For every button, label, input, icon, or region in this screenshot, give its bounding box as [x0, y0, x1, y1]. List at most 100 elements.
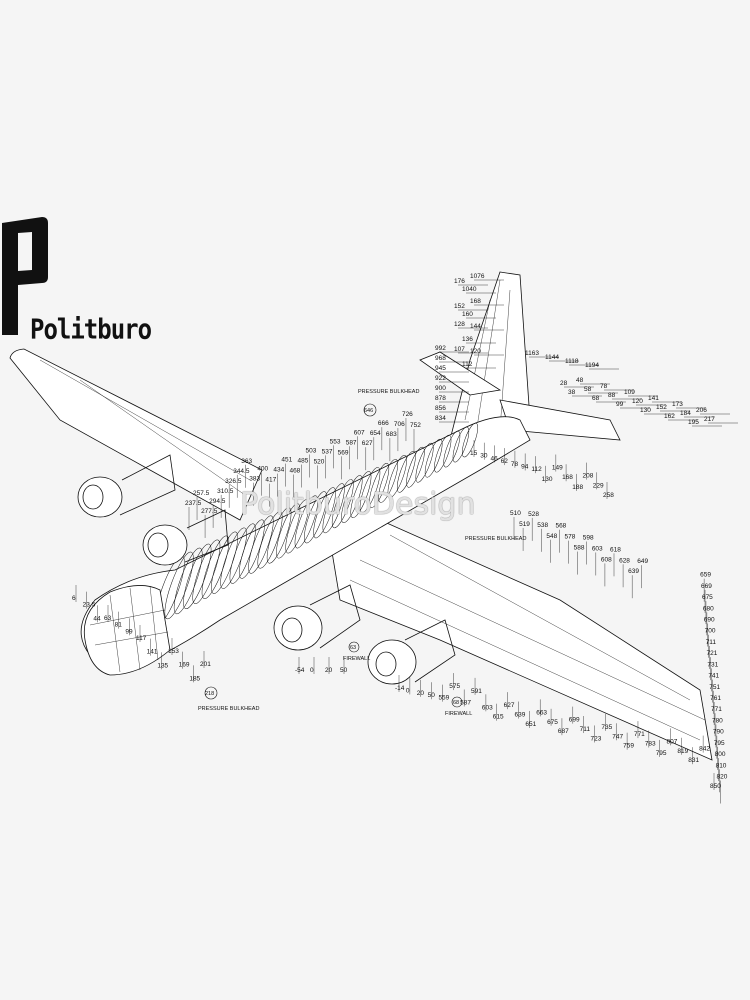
part-number-fuselage-top: 310.5 — [217, 488, 234, 495]
part-number-right-wing-top: 711 — [706, 639, 717, 646]
part-number-right-wing-top: 721 — [707, 650, 718, 657]
part-number-right-wing-top: 578 — [565, 534, 576, 541]
fuselage-frame — [378, 459, 398, 503]
part-number-right-wing-bottom: 687 — [558, 728, 569, 735]
fuselage-frame — [350, 471, 372, 518]
firewall-num-1: 63 — [350, 645, 356, 651]
part-number-stabilizer-lower: 94 — [521, 463, 529, 470]
part-number-fuselage-top: 434 — [273, 467, 284, 474]
part-number-right-wing-top: 690 — [704, 617, 715, 624]
part-number-right-wing-bottom: 20 — [417, 690, 425, 697]
part-number-tail-fin: 136 — [462, 336, 473, 343]
part-number-fuselage-top: 706 — [394, 421, 405, 428]
part-number-inboard-engine: -54 — [295, 667, 305, 674]
firewall-label-1: FIREWALL — [343, 656, 370, 662]
part-number-fuselage-top: 237.5 — [185, 500, 202, 507]
part-number-right-wing-top: 528 — [528, 511, 539, 518]
pressure-bulkhead-label-top: PRESSURE BULKHEAD — [358, 389, 419, 395]
fuselage-frame — [192, 539, 221, 604]
part-number-right-wing-bottom: 795 — [656, 750, 667, 757]
part-number-tail-fin: 152 — [656, 404, 667, 411]
part-number-right-wing-top: 771 — [711, 706, 722, 713]
part-number-tail-fin: 176 — [454, 278, 465, 285]
engine-right-inboard — [273, 584, 361, 651]
part-number-right-wing-bottom: 639 — [514, 712, 525, 719]
part-number-tail-fin: 160 — [462, 311, 473, 318]
part-number-fuselage-top: 587 — [346, 439, 357, 446]
fuselage-frame — [434, 434, 452, 473]
part-number-nose: 201 — [200, 661, 211, 668]
part-number-inboard-engine: 20 — [325, 667, 333, 674]
part-number-tail-fin: 48 — [576, 377, 584, 384]
part-number-right-wing-bottom: 759 — [623, 743, 634, 750]
part-number-stabilizer-lower: 130 — [542, 476, 553, 483]
pressure-bulkhead-label-nose: PRESSURE BULKHEAD — [198, 706, 259, 712]
part-number-right-wing-top: 741 — [708, 673, 719, 680]
part-number-tail-fin: 1194 — [585, 362, 599, 369]
part-number-fuselage-top: 451 — [281, 457, 292, 464]
part-number-tail-fin: 206 — [696, 407, 707, 414]
part-number-tail-fin: 38 — [568, 389, 576, 396]
part-number-tail-fin: 88 — [608, 392, 616, 399]
part-number-right-wing-bottom: 850 — [710, 783, 721, 790]
part-number-tail-fin: 945 — [435, 365, 446, 372]
part-number-right-wing-top: 598 — [583, 535, 594, 542]
part-number-fuselage-top: 417 — [265, 477, 276, 484]
part-number-tail-fin: 141 — [648, 395, 659, 402]
fuselage-frame — [257, 511, 283, 569]
part-number-right-wing-bottom: 675 — [547, 719, 558, 726]
part-number-right-wing-top: 588 — [574, 545, 585, 552]
part-number-inboard-engine: 0 — [310, 667, 314, 674]
part-number-fuselage-top: 326.5 — [225, 478, 242, 485]
part-number-right-wing-bottom: 711 — [580, 726, 591, 733]
fuselage-frame — [331, 479, 354, 529]
part-number-fuselage-top: 485 — [298, 458, 309, 465]
part-number-right-wing-bottom: 699 — [569, 717, 580, 724]
part-number-tail-fin: 99 — [616, 401, 624, 408]
part-number-fuselage-top: 654 — [370, 430, 381, 437]
part-number-tail-fin: 130 — [640, 407, 651, 414]
fuselage-frame — [443, 430, 461, 468]
part-number-stabilizer-lower: 208 — [583, 473, 594, 480]
part-number-tail-fin: 184 — [680, 410, 691, 417]
part-number-tail-fin: 58 — [584, 386, 592, 393]
part-number-right-wing-bottom: 627 — [504, 702, 515, 709]
part-number-right-wing-bottom: 651 — [525, 721, 536, 728]
part-number-right-wing-bottom: 807 — [667, 738, 678, 745]
part-number-stabilizer-lower: 149 — [552, 465, 563, 472]
part-number-right-wing-top: 669 — [701, 583, 712, 590]
part-number-right-wing-top: 538 — [537, 522, 548, 529]
part-number-right-wing-bottom: 559 — [438, 695, 449, 702]
part-number-nose: 23.5 — [83, 602, 96, 609]
part-number-tail-fin: 1118 — [565, 358, 579, 365]
part-number-right-wing-top: 700 — [705, 628, 716, 635]
part-number-nose: 141 — [147, 649, 158, 656]
part-number-fuselage-top: 294.5 — [209, 498, 226, 505]
part-number-nose: 44 — [93, 615, 101, 622]
fuselage-frame — [304, 491, 327, 544]
part-number-tail-fin: 1163 — [525, 350, 539, 357]
part-number-right-wing-top: 649 — [637, 558, 648, 565]
part-number-tail-fin: 107 — [454, 346, 465, 353]
part-number-tail-fin: 834 — [435, 415, 446, 422]
part-number-tail-fin: 1144 — [545, 354, 559, 361]
fuselage-frame — [462, 422, 478, 458]
fuselage-frame — [173, 547, 203, 615]
part-number-tail-fin: 28 — [560, 380, 568, 387]
part-number-right-wing-bottom: 615 — [493, 714, 504, 721]
part-number-right-wing-bottom: 735 — [601, 724, 612, 731]
part-number-tail-fin: 992 — [435, 345, 446, 352]
part-number-stabilizer-lower: 168 — [562, 474, 573, 481]
part-number-right-wing-top: 820 — [717, 774, 728, 781]
part-number-right-wing-bottom: 783 — [645, 741, 656, 748]
part-number-right-wing-top: 680 — [703, 605, 714, 612]
fuselage-frame — [406, 446, 425, 488]
part-number-right-wing-top: 618 — [610, 546, 621, 553]
part-number-fuselage-top: 468 — [289, 468, 300, 475]
part-number-right-wing-top: 568 — [555, 523, 566, 530]
part-number-right-wing-top: 510 — [510, 510, 521, 517]
engine-left-outboard — [77, 454, 176, 518]
part-number-nose: 6 — [72, 595, 76, 602]
part-number-right-wing-bottom: 819 — [677, 748, 688, 755]
